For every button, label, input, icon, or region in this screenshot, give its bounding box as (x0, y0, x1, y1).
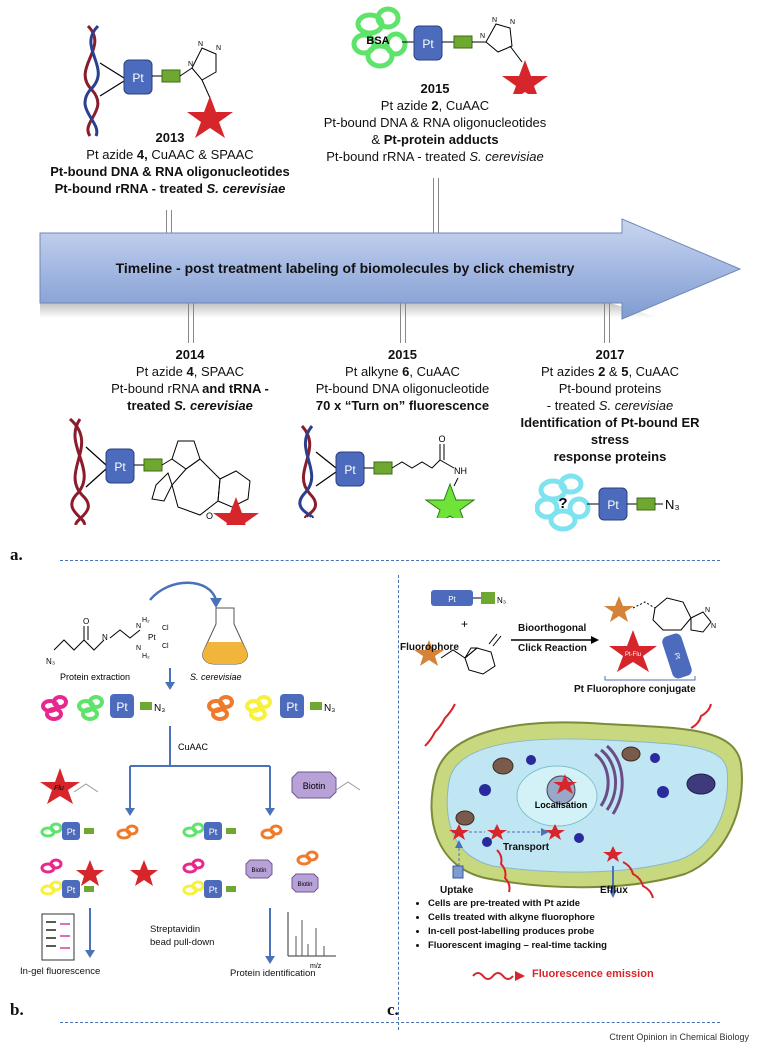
pt-flu-label: Pt-Flu (625, 652, 641, 658)
panel-b-label: b. (10, 1000, 24, 1019)
svg-text:Pt: Pt (607, 498, 619, 512)
entry-2015b: 2015 Pt alkyne 6, CuAAC Pt-bound DNA oli… (300, 346, 505, 414)
svg-text:O: O (83, 617, 89, 626)
svg-text:Pt: Pt (67, 827, 76, 837)
uptake-label: Uptake (440, 885, 474, 896)
svg-text:N: N (198, 41, 203, 48)
svg-text:Pt: Pt (209, 827, 218, 837)
graphic-2014: Pt O (68, 417, 259, 525)
divider-vertical (398, 575, 399, 1030)
in-gel-label: In-gel fluorescence (20, 966, 101, 977)
svg-text:Cl: Cl (162, 625, 169, 632)
svg-text:N: N (711, 623, 716, 630)
graphic-2015b: Pt O NH (298, 424, 476, 518)
cuaac-label: CuAAC (178, 742, 209, 752)
year-2015a: 2015 (420, 81, 450, 96)
timeline-arrow (39, 218, 742, 320)
connector-2014 (188, 303, 194, 343)
svg-text:N: N (188, 61, 193, 68)
azide-label: N₃ (665, 497, 680, 512)
svg-text:Biotin: Biotin (297, 882, 312, 888)
connector-2015a (433, 178, 439, 233)
svg-text:N₃: N₃ (46, 657, 55, 666)
conjugate-label: Pt Fluorophore conjugate (574, 684, 696, 695)
efflux-label: Efflux (600, 885, 628, 896)
svg-text:H₂: H₂ (142, 653, 150, 660)
year-2015b: 2015 (388, 347, 417, 362)
svg-text:N₃: N₃ (497, 596, 506, 605)
protein-id-label: Protein identification (230, 968, 316, 979)
entry-2013: 2013 Pt azide 4, CuAAC & SPAAC Pt-bound … (40, 129, 300, 197)
streptavidin-line1: Streptavidin (150, 924, 201, 935)
plus-sign: + (461, 617, 468, 631)
graphic-2015a: BSA Pt N N N (351, 6, 548, 94)
fluorophore-label: Fluorophore (400, 642, 459, 653)
divider-bottom (60, 1022, 720, 1023)
emission-label: Fluorescence emission (532, 968, 654, 980)
svg-text:N: N (102, 633, 108, 642)
svg-text:Pt: Pt (672, 652, 681, 661)
svg-text:Biotin: Biotin (251, 868, 266, 874)
panel-c-label: c. (387, 1000, 399, 1019)
protein-extraction-label: Protein extraction (60, 672, 130, 682)
svg-text:Pt: Pt (209, 885, 218, 895)
svg-text:N: N (480, 33, 485, 40)
footer-credit: Ctrent Opinion in Chemical Biology (609, 1032, 749, 1042)
svg-text:Pt: Pt (344, 463, 356, 477)
entry-2015a: 2015 Pt azide 2, CuAAC Pt-bound DNA & RN… (300, 80, 570, 165)
year-2017: 2017 (595, 347, 625, 362)
connector-2013 (166, 210, 172, 233)
nh-label: NH (454, 466, 467, 476)
svg-text:Cl: Cl (162, 643, 169, 650)
panel-b-graphic: O N NH₂ NH₂ Pt Cl Cl N₃ S. cerevisiae Pr… (40, 581, 361, 970)
svg-text:N: N (136, 645, 141, 652)
flu-label: Flu (54, 785, 64, 792)
svg-text:N₃: N₃ (324, 703, 335, 714)
bullet-list: Cells are pre-treated with Pt azide Cell… (410, 897, 748, 953)
svg-text:N₃: N₃ (154, 703, 165, 714)
connector-2017 (604, 303, 610, 343)
graphic-2017: ? Pt N₃ (535, 473, 680, 532)
svg-text:Pt: Pt (448, 595, 456, 604)
svg-text:N: N (510, 19, 515, 26)
year-2013: 2013 (155, 130, 185, 145)
bioorthogonal-label: Bioorthogonal (518, 623, 587, 634)
s-cerevisiae-label: S. cerevisiae (190, 672, 242, 682)
svg-text:Pt: Pt (114, 460, 126, 474)
oxygen-label: O (206, 511, 213, 521)
divider-top (60, 560, 720, 561)
streptavidin-line2: bead pull-down (150, 937, 215, 948)
entry-2017: 2017 Pt azides 2 & 5, CuAAC Pt-bound pro… (510, 346, 710, 465)
panel-a-label: a. (10, 545, 23, 564)
pt-label: Pt (132, 71, 144, 85)
connector-2015b (400, 303, 406, 343)
timeline-title: Timeline - post treatment labeling of bi… (115, 260, 575, 276)
entry-2014: 2014 Pt azide 4, SPAAC Pt-bound rRNA and… (80, 346, 300, 414)
svg-text:Pt: Pt (422, 37, 434, 51)
transport-label: Transport (503, 842, 550, 853)
question-mark: ? (558, 495, 567, 512)
svg-text:Pt: Pt (286, 700, 298, 714)
svg-text:N: N (492, 17, 497, 24)
panel-c-graphic: Pt N₃ + N N Pt-Flu Pt Localisation (414, 590, 743, 981)
svg-text:H₂: H₂ (142, 617, 150, 624)
svg-text:N: N (136, 623, 141, 630)
bullet-item: Cells treated with alkyne fluorophore (428, 911, 748, 925)
bullet-item: In-cell post-labelling produces probe (428, 925, 748, 939)
svg-text:Pt: Pt (116, 700, 128, 714)
graphic-2013: Pt N N N (83, 24, 233, 138)
svg-text:Pt: Pt (148, 633, 156, 642)
svg-text:N: N (705, 607, 710, 614)
year-2014: 2014 (175, 347, 205, 362)
bullet-item: Cells are pre-treated with Pt azide (428, 897, 748, 911)
svg-text:Pt: Pt (67, 885, 76, 895)
bsa-label: BSA (366, 35, 389, 47)
biotin-label: Biotin (303, 781, 326, 791)
localisation-label: Localisation (535, 800, 588, 810)
click-reaction-label: Click Reaction (518, 643, 587, 654)
svg-text:N: N (216, 45, 221, 52)
svg-text:O: O (438, 434, 445, 444)
mz-label: m/z (310, 963, 322, 970)
bullet-item: Fluorescent imaging – real-time tacking (428, 939, 748, 953)
